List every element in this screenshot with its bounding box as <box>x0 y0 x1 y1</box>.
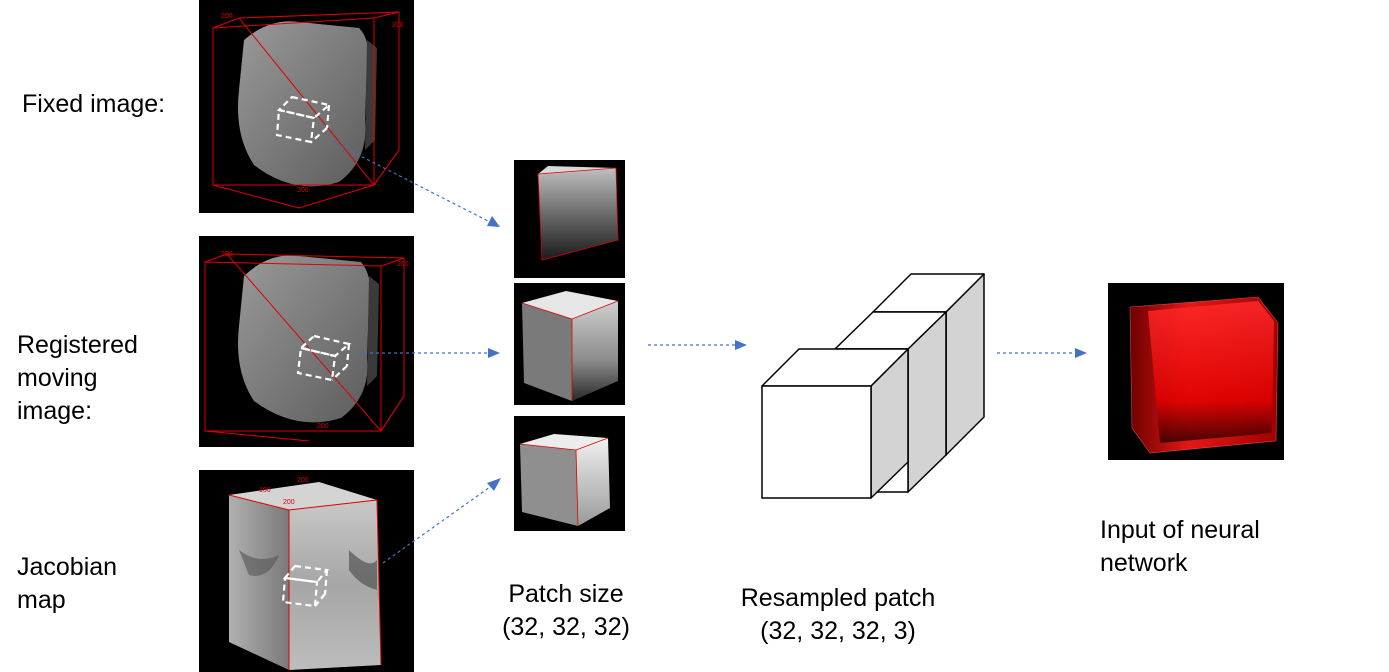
resampled-patch-label: Resampled patch (32, 32, 32, 3) <box>740 584 936 645</box>
network-input-label: Input of neural network <box>1100 516 1260 577</box>
jacobian-tick-2: 100 <box>259 487 271 494</box>
jacobian-patch-thumbnail <box>514 416 625 531</box>
patch-size-label: Patch size (32, 32, 32) <box>502 580 630 641</box>
arrowhead-resampled <box>735 340 747 350</box>
fixed-image-label: Fixed image: <box>22 90 166 118</box>
fixed-tick-3: 200 <box>297 187 309 194</box>
jacobian-map-volume: 200 100 200 <box>199 470 414 672</box>
registered-patch-thumbnail <box>514 283 625 405</box>
jacobian-tick-1: 200 <box>297 477 309 484</box>
arrowhead-network <box>1075 348 1087 358</box>
registered-moving-image-volume: 200 200 200 <box>199 236 414 447</box>
jacobian-tick-3: 200 <box>283 499 295 506</box>
arrowhead-fixed <box>487 216 500 227</box>
arrowhead-jacobian <box>487 478 501 491</box>
fixed-image-volume: 200 200 200 <box>199 0 414 213</box>
fixed-tick-2: 200 <box>392 22 404 29</box>
fixed-patch-thumbnail <box>514 160 625 278</box>
resampled-patch-cubes <box>761 273 985 499</box>
cube-1-front <box>761 385 872 499</box>
registered-moving-image-label: Registered moving image: <box>17 331 138 425</box>
fixed-tick-1: 200 <box>221 13 233 20</box>
jacobian-map-label: Jacobian map <box>17 553 118 614</box>
arrowhead-registered <box>488 348 500 358</box>
registered-tick-3: 200 <box>317 423 329 430</box>
network-input-volume <box>1108 283 1284 460</box>
registered-tick-2: 200 <box>397 261 409 268</box>
registered-tick-1: 200 <box>221 251 233 258</box>
